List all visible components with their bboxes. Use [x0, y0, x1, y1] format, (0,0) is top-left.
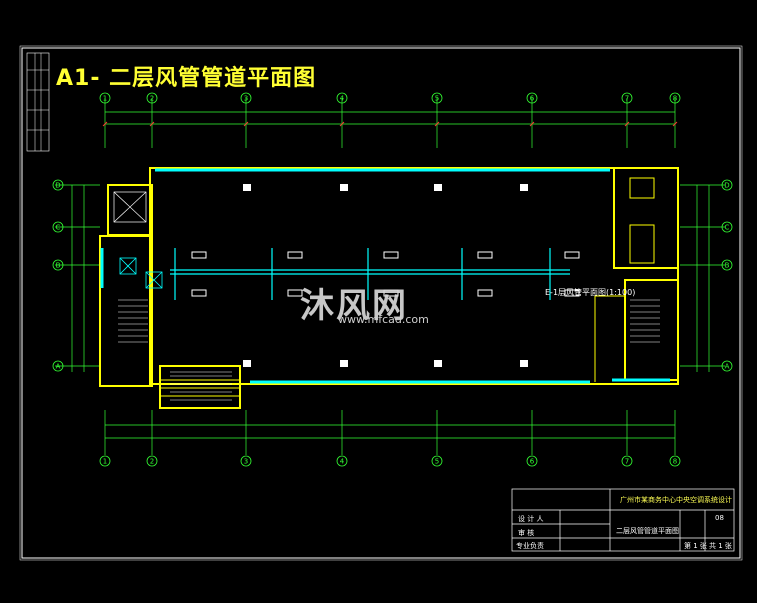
grid-axis-label-left: A	[56, 363, 61, 371]
grid-axis-label-top: 8	[673, 95, 677, 103]
grid-axis-label-right: A	[725, 363, 730, 371]
stair-treads	[118, 299, 660, 401]
title-block-project: 广州市某商务中心中央空调系统设计	[620, 496, 732, 504]
sheet-border	[21, 47, 741, 559]
grid-axis-label-bottom: 6	[530, 458, 535, 466]
sheet-outer-border	[19, 45, 743, 561]
grid-axis-label-left: B	[56, 262, 61, 270]
grid-axis-label-top: 4	[340, 95, 345, 103]
elevator-shaft	[113, 191, 147, 223]
grid-axis-label-bottom: 7	[625, 458, 629, 466]
fire-dampers	[119, 257, 163, 289]
grid-axis-label-bottom: 1	[103, 458, 107, 466]
grid-axis-label-right: D	[724, 182, 729, 190]
grid-axis-label-top: 5	[435, 95, 439, 103]
grid-axis-label-top: 7	[625, 95, 629, 103]
title-block-drawing-name: 二层风管管道平面图	[616, 527, 679, 535]
dimension-ticks	[102, 121, 678, 127]
grid-axis-label-top: 3	[244, 95, 248, 103]
title-block-sheet-a: 第 1 张	[684, 542, 707, 550]
interior-partitions	[160, 177, 678, 397]
supply-air-ducts	[100, 168, 670, 384]
grid-axis-bubbles	[52, 92, 733, 467]
watermark-logo: 沐风网	[300, 286, 408, 326]
title-block-frame	[511, 488, 735, 552]
scale-note: E-1层风管平面图(1:100)	[545, 288, 636, 297]
grid-axis-label-left: C	[56, 224, 61, 232]
watermark-url: www.mfcad.com	[338, 313, 429, 326]
grid-axis-label-right: C	[725, 224, 730, 232]
grid-axis-label-left: D	[55, 182, 60, 190]
grid-axis-label-bottom: 4	[340, 458, 345, 466]
grid-axis-label-bottom: 2	[150, 458, 154, 466]
binding-strip	[26, 52, 50, 152]
title-block-approver: 专业负责	[516, 542, 544, 550]
grid-axis-label-right: B	[725, 262, 730, 270]
grid-axis-label-bottom: 8	[673, 458, 677, 466]
drawing-title: A1- 二层风管管道平面图	[56, 66, 317, 91]
grid-axis-label-bottom: 3	[244, 458, 248, 466]
air-diffusers	[243, 184, 528, 367]
side-dimension-chains	[55, 184, 725, 372]
grid-axis-label-bottom: 5	[435, 458, 439, 466]
title-block-checker: 审 核	[518, 529, 535, 537]
fan-coil-units	[191, 251, 580, 297]
title-block-designer: 设 计 人	[518, 515, 544, 523]
title-block-sheet-b: 共 1 张	[709, 542, 732, 550]
branch-ducts	[170, 248, 570, 300]
top-dimension-chain	[104, 98, 676, 148]
grid-axis-label-top: 2	[150, 95, 154, 103]
grid-axis-label-top: 1	[103, 95, 107, 103]
title-block-sheet-no: 08	[715, 514, 724, 522]
bottom-dimension-chain	[104, 410, 676, 455]
grid-axis-label-top: 6	[530, 95, 535, 103]
